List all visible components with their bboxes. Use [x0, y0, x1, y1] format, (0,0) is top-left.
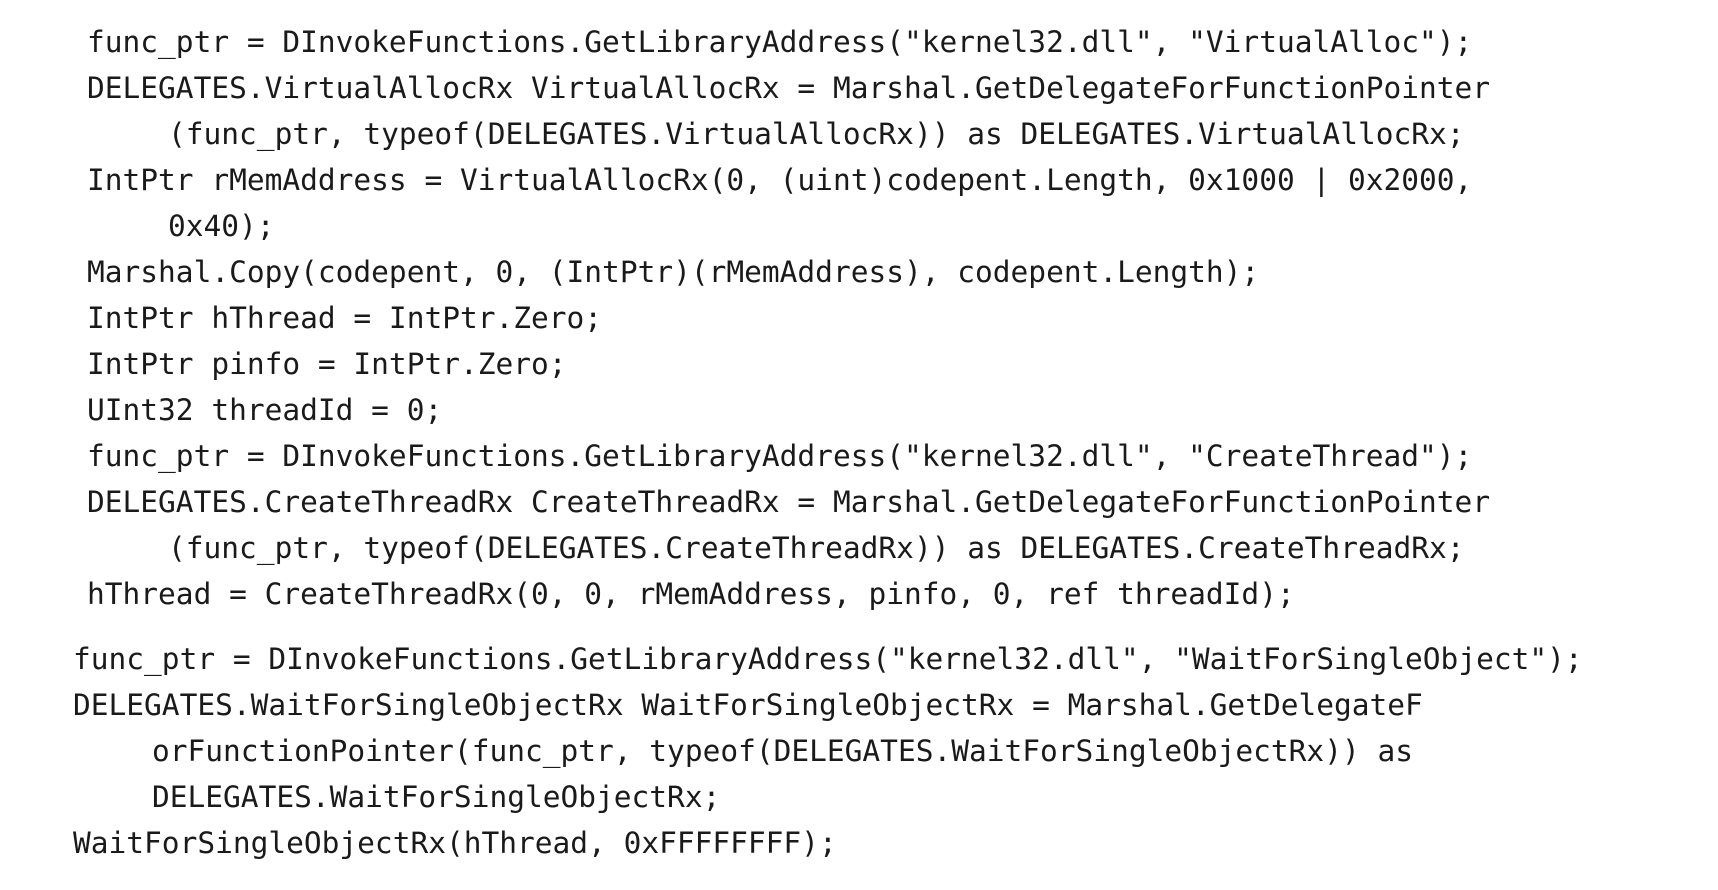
code-line: DELEGATES.WaitForSingleObjectRx WaitForS…	[73, 688, 1423, 722]
code-line: UInt32 threadId = 0;	[87, 393, 443, 427]
code-line: IntPtr pinfo = IntPtr.Zero;	[87, 347, 567, 381]
code-line: IntPtr hThread = IntPtr.Zero;	[87, 301, 603, 335]
code-line: hThread = CreateThreadRx(0, 0, rMemAddre…	[87, 577, 1295, 611]
code-line-continuation: 0x40);	[168, 209, 275, 243]
code-line: Marshal.Copy(codepent, 0, (IntPtr)(rMemA…	[87, 255, 1260, 289]
code-line: func_ptr = DInvokeFunctions.GetLibraryAd…	[87, 439, 1473, 473]
code-line: WaitForSingleObjectRx(hThread, 0xFFFFFFF…	[73, 826, 837, 860]
code-line-continuation: DELEGATES.WaitForSingleObjectRx;	[152, 780, 721, 814]
code-line: func_ptr = DInvokeFunctions.GetLibraryAd…	[87, 25, 1473, 59]
code-line: DELEGATES.VirtualAllocRx VirtualAllocRx …	[87, 71, 1491, 105]
code-line: DELEGATES.CreateThreadRx CreateThreadRx …	[87, 485, 1491, 519]
code-line: IntPtr rMemAddress = VirtualAllocRx(0, (…	[87, 163, 1473, 197]
code-line: func_ptr = DInvokeFunctions.GetLibraryAd…	[73, 642, 1583, 676]
code-line-continuation: (func_ptr, typeof(DELEGATES.VirtualAlloc…	[168, 117, 1465, 151]
code-line-continuation: (func_ptr, typeof(DELEGATES.CreateThread…	[168, 531, 1465, 565]
code-line-continuation: orFunctionPointer(func_ptr, typeof(DELEG…	[152, 734, 1413, 768]
